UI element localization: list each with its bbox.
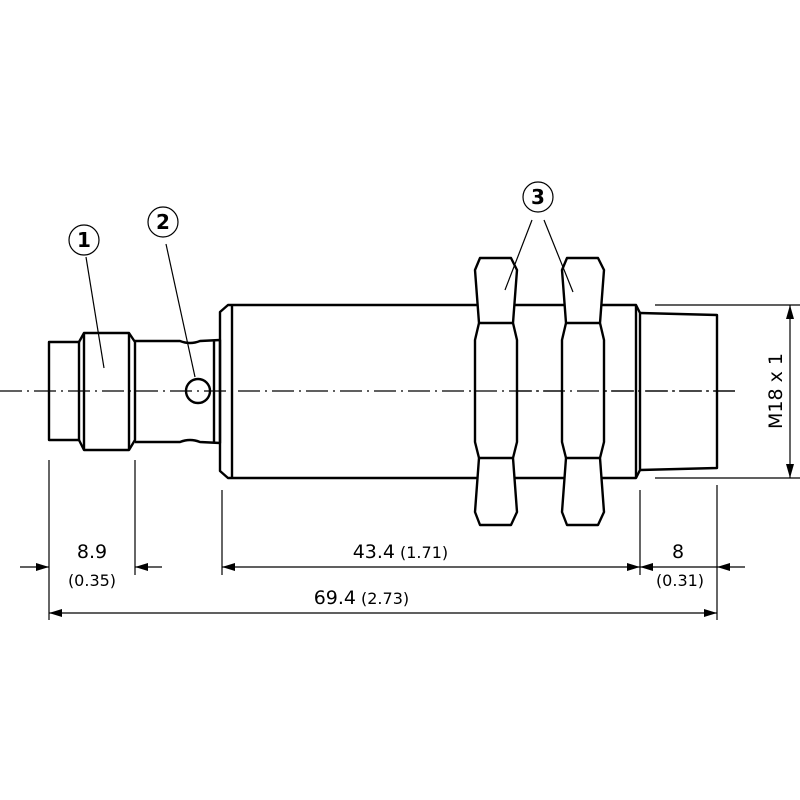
svg-text:M18 x 1: M18 x 1 xyxy=(765,353,787,429)
svg-text:2: 2 xyxy=(156,210,170,234)
dimension-43-4: 43.4 (1.71) xyxy=(222,541,640,571)
svg-text:69.4: 69.4 xyxy=(314,587,356,609)
svg-text:43.4: 43.4 xyxy=(353,541,395,563)
svg-text:(0.31): (0.31) xyxy=(656,571,704,590)
dimension-thread: M18 x 1 xyxy=(765,305,794,478)
svg-text:(0.35): (0.35) xyxy=(68,571,116,590)
svg-text:3: 3 xyxy=(531,185,545,209)
dimension-69-4: 69.4 (2.73) xyxy=(49,587,717,617)
extension-lines xyxy=(48,304,800,620)
sensor-body xyxy=(218,303,719,480)
callout-1: 1 xyxy=(68,224,105,369)
dimension-8-9: 8.9 (0.35) xyxy=(20,541,162,590)
connector xyxy=(47,331,222,452)
svg-text:(1.71): (1.71) xyxy=(400,543,448,562)
callout-3: 3 xyxy=(504,181,574,293)
dimension-8: 8 (0.31) xyxy=(640,541,745,590)
led-hole xyxy=(184,377,212,405)
callout-2: 2 xyxy=(147,206,196,378)
svg-text:8: 8 xyxy=(672,541,684,563)
svg-text:1: 1 xyxy=(77,228,91,252)
svg-text:8.9: 8.9 xyxy=(77,541,107,563)
svg-text:(2.73): (2.73) xyxy=(361,589,409,608)
